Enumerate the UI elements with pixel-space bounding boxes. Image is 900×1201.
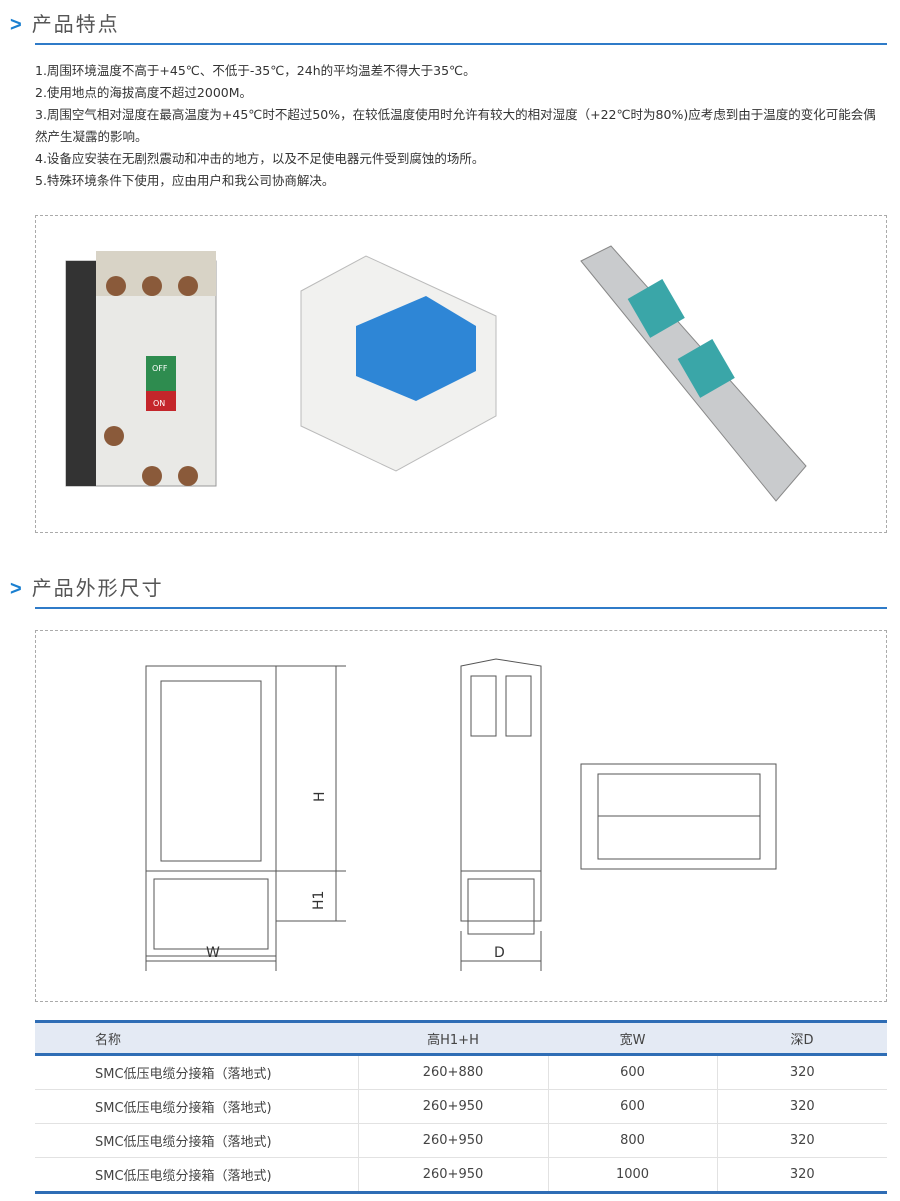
chevron-right-icon: > (10, 14, 24, 36)
cell-height: 260+950 (357, 1123, 548, 1158)
section-title-features: > 产品特点 (10, 8, 120, 37)
divider (35, 43, 887, 45)
fuse-switch-image (300, 255, 497, 472)
dimension-diagram: H H1 W D (145, 658, 777, 971)
cell-height: 260+950 (357, 1157, 548, 1193)
dim-w-label: W (206, 945, 220, 961)
dim-d-label: D (494, 945, 505, 961)
off-label: OFF (152, 364, 168, 373)
cell-name: SMC低压电缆分接箱（落地式) (35, 1157, 358, 1193)
cell-depth: 320 (716, 1054, 887, 1090)
section-title-text: 产品外形尺寸 (31, 576, 164, 600)
circuit-breaker-image: OFF ON (65, 251, 217, 487)
cell-width: 600 (547, 1089, 717, 1124)
side-view (460, 658, 542, 971)
feature-item: 4.设备应安装在无剧烈震动和冲击的地方，以及不足使电器元件受到腐蚀的场所。 (35, 151, 485, 166)
dim-h1-label: H1 (311, 891, 327, 910)
cell-name: SMC低压电缆分接箱（落地式) (35, 1089, 358, 1124)
feature-item: 2.使用地点的海拔高度不超过2000M。 (35, 85, 253, 100)
dimension-drawings: H H1 W D (35, 630, 887, 1002)
table-header-row: 名称 高H1+H 宽W 深D (35, 1021, 887, 1055)
front-view (145, 665, 346, 971)
product-photos: OFF ON (35, 215, 887, 533)
top-view (580, 763, 777, 870)
fuse-strip-image (580, 245, 807, 502)
dim-h-label: H (312, 791, 328, 802)
section-title-dimensions: > 产品外形尺寸 (10, 572, 164, 601)
product-images: OFF ON (65, 245, 807, 502)
cell-width: 800 (547, 1123, 717, 1158)
on-label: ON (153, 399, 165, 408)
cell-depth: 320 (716, 1157, 887, 1193)
cell-depth: 320 (716, 1123, 887, 1158)
cell-height: 260+950 (357, 1089, 548, 1124)
cell-name: SMC低压电缆分接箱（落地式) (35, 1054, 358, 1090)
divider (35, 607, 887, 609)
cell-depth: 320 (716, 1089, 887, 1124)
chevron-right-icon: > (10, 578, 24, 600)
feature-item: 3.周围空气相对湿度在最高温度为+45℃时不超过50%，在较低温度使用时允许有较… (35, 107, 876, 144)
section-title-text: 产品特点 (31, 12, 120, 36)
feature-item: 5.特殊环境条件下使用，应由用户和我公司协商解决。 (35, 173, 335, 188)
column-header: 高H1+H (427, 1032, 479, 1048)
column-header: 深D (790, 1032, 814, 1048)
cell-name: SMC低压电缆分接箱（落地式) (35, 1123, 358, 1158)
column-header: 宽W (619, 1032, 646, 1048)
cell-width: 600 (547, 1054, 717, 1090)
cell-height: 260+880 (357, 1054, 548, 1090)
cell-width: 1000 (547, 1157, 717, 1193)
feature-list: 1.周围环境温度不高于+45℃、不低于-35℃，24h的平均温差不得大于35℃。… (35, 60, 895, 192)
feature-item: 1.周围环境温度不高于+45℃、不低于-35℃，24h的平均温差不得大于35℃。 (35, 63, 476, 78)
column-header: 名称 (95, 1032, 122, 1048)
